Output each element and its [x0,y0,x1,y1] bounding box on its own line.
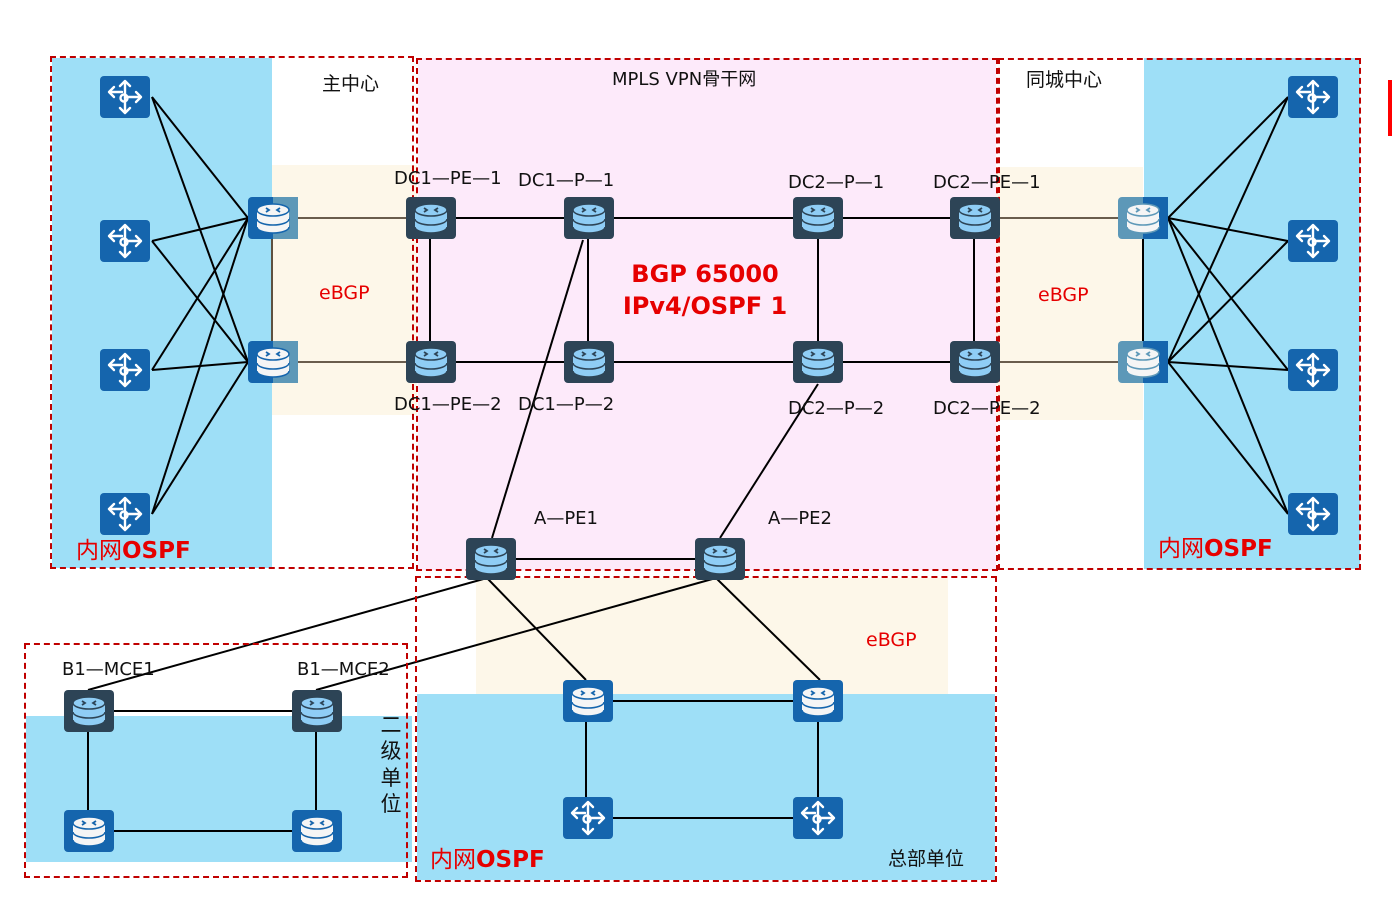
link [151,361,249,515]
node-label-dc1-pe-1: DC1—PE—1 [394,168,502,189]
router-dc2-p-1-icon[interactable] [793,197,843,239]
ospf-prefix: 内网 [1158,536,1204,562]
router-dc1-pe-2-icon[interactable] [406,341,456,383]
main-center-boundary [50,56,414,569]
ospf-suffix: OSPF [122,538,191,564]
node-label-a-pe2: A—PE2 [768,508,832,529]
backbone-as-label: BGP 65000 [631,260,779,288]
node-label-dc2-p-1: DC2—P—1 [788,172,885,193]
link [151,217,249,242]
switch-hq-1-icon[interactable] [563,797,613,839]
node-label-dc1-p-1: DC1—P—1 [518,170,615,191]
switch-city-1-icon[interactable] [1288,76,1338,118]
node-label-b1-mce2: B1—MCE2 [297,659,390,680]
link [151,217,249,371]
link [1167,240,1289,363]
router-a-pe1-icon[interactable] [466,538,516,580]
city-center-ospf-area [1144,58,1360,569]
link [719,383,819,539]
node-label-dc2-p-2: DC2—P—2 [788,398,885,419]
main-center-ebgp-label: eBGP [319,282,370,304]
router-b1-mce2-icon[interactable] [292,690,342,732]
router-dc1-p-2-icon[interactable] [564,341,614,383]
link [315,577,717,691]
hq-boundary [415,576,997,882]
red-marker-bar [1388,80,1392,136]
branch-label-char: 单 [380,765,402,790]
link [151,240,249,363]
branch-boundary [24,643,408,878]
city-center-ebgp-label: eBGP [1038,284,1089,306]
ospf-suffix: OSPF [476,847,545,873]
hq-ebgp-label: eBGP [866,629,917,651]
link [1167,96,1289,219]
router-dc2-pe-2-icon[interactable] [950,341,1000,383]
hq-label: 总部单位 [888,848,965,870]
switch-main-1-icon[interactable] [100,76,150,118]
router-dc2-p-2-icon[interactable] [793,341,843,383]
router-dc2-pe-1-icon[interactable] [950,197,1000,239]
router-main-ce-1-icon[interactable] [248,197,298,239]
backbone-igp-label: IPv4/OSPF 1 [622,292,788,321]
city-center-label: 同城中心 [1026,69,1103,91]
hq-ospf-area [417,694,995,880]
router-hq-ce-2-icon[interactable] [793,680,843,722]
node-label-dc1-p-2: DC1—P—2 [518,394,615,415]
branch-label-char: 二 [380,713,402,737]
switch-main-2-icon[interactable] [100,220,150,262]
ospf-prefix: 内网 [76,538,122,564]
router-b1-mce1-icon[interactable] [64,690,114,732]
main-center-label: 主中心 [322,73,380,95]
link [151,96,249,219]
ospf-suffix: OSPF [1204,536,1273,562]
link [1167,361,1289,515]
router-city-ce-2-icon[interactable] [1118,341,1168,383]
link [151,217,249,515]
router-branch-1-icon[interactable] [64,810,114,852]
switch-city-3-icon[interactable] [1288,349,1338,391]
node-label-dc2-pe-1: DC2—PE—1 [933,172,1041,193]
link [715,577,821,681]
router-hq-ce-1-icon[interactable] [563,680,613,722]
switch-city-4-icon[interactable] [1288,493,1338,535]
backbone-title: MPLS VPN骨干网 [612,69,757,90]
ospf-prefix: 内网 [430,847,476,873]
city-center-boundary [998,58,1361,570]
router-dc1-pe-1-icon[interactable] [406,197,456,239]
switch-hq-2-icon[interactable] [793,797,843,839]
link [1167,361,1289,371]
link [1167,217,1289,371]
branch-label-char: 级 [380,739,402,764]
switch-main-4-icon[interactable] [100,493,150,535]
main-center-ospf-label: 内网OSPF [76,540,191,563]
link [1167,96,1289,363]
node-label-b1-mce1: B1—MCE1 [62,659,155,680]
router-dc1-p-1-icon[interactable] [564,197,614,239]
router-city-ce-1-icon[interactable] [1118,197,1168,239]
hq-ebgp-area [476,578,948,694]
backbone-protocol-label: BGP 65000 IPv4/OSPF 1 [610,258,800,323]
node-label-dc1-pe-2: DC1—PE—2 [394,394,502,415]
link [87,577,488,691]
router-branch-2-icon[interactable] [292,810,342,852]
switch-city-2-icon[interactable] [1288,220,1338,262]
link [491,239,584,539]
node-label-a-pe1: A—PE1 [534,508,598,529]
router-main-ce-2-icon[interactable] [248,341,298,383]
branch-label-char: 位 [380,791,402,816]
node-label-dc2-pe-2: DC2—PE—2 [933,398,1041,419]
hq-ospf-label: 内网OSPF [430,849,545,872]
branch-label: 二 级 单 位 [380,712,402,817]
router-a-pe2-icon[interactable] [695,538,745,580]
backbone-area [418,58,996,570]
switch-main-3-icon[interactable] [100,349,150,391]
city-center-ospf-label: 内网OSPF [1158,538,1273,561]
